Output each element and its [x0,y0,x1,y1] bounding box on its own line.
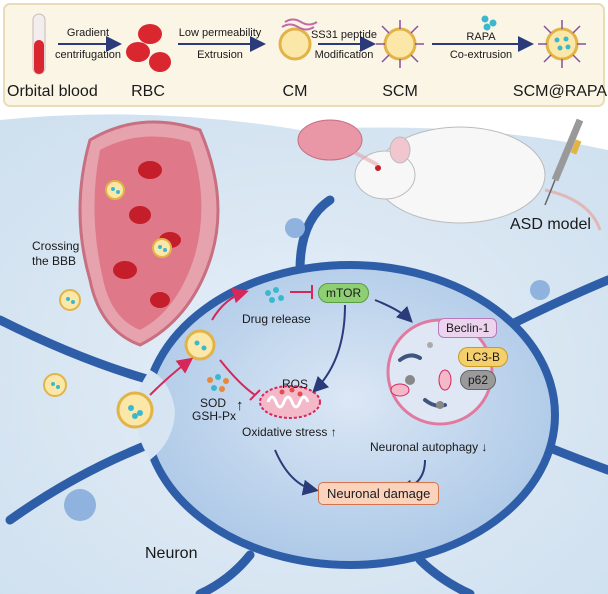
neuron-label: Neuron [145,545,198,562]
inhibition-arrows [219,285,313,401]
bbb-label-2: the BBB [32,254,77,268]
syringe-icon [544,118,584,206]
autophagosome-contents [390,342,452,409]
oxidative-stress-label: Oxidative stress ↑ [242,425,337,439]
step3-bottom: Modification [314,49,374,61]
scm-particles [43,180,216,429]
ros-dots [279,387,303,397]
step1-bottom: centrifugation [54,49,122,61]
stage-scm-rapa: SCM@RAPA [512,83,608,100]
step2-top: Low permeability [178,27,262,39]
step4-bottom: Co-extrusion [449,49,513,61]
step1-top: Gradient [66,27,110,39]
brain-icon [297,119,363,161]
neuronal-damage-box: Neuronal damage [318,482,440,505]
stage-scm: SCM [382,83,418,100]
neuronal-autophagy-label: Neuronal autophagy ↓ [370,440,488,454]
asd-model-label: ASD model [510,216,591,233]
background-neurons [64,218,550,521]
sod-label: SOD [200,396,227,410]
stage-rbc: RBC [131,83,165,100]
p62-badge: p62 [460,370,497,390]
activation-arrows [149,287,249,396]
step2-bottom: Extrusion [197,49,243,61]
step4-top: RAPA [466,31,496,43]
mitochondrion-icon [259,385,321,419]
peptide-icon [281,18,318,31]
mtor-badge: mTOR [318,283,370,303]
scm-icon [376,20,424,68]
stage-cm: CM [282,83,308,100]
mouse-illustration [297,119,602,231]
antioxidant-dots [207,374,229,392]
rbc-icon [126,24,171,72]
bbb-label-1: Crossing [32,239,80,253]
ros-label: ROS [282,377,309,391]
beclin-badge: Beclin-1 [438,318,498,338]
scm-rapa-icon [538,20,586,68]
step3-top: SS31 peptide [310,29,378,41]
blood-tube-icon [32,13,46,75]
neuron-notch [135,370,175,460]
drug-release-label: Drug release [242,312,311,326]
stage-orbital-blood: Orbital blood [7,83,98,100]
lc3b-badge: LC3-B [458,347,509,367]
antioxidant-up-arrow: ↑ [236,397,244,414]
cm-icon [278,27,312,61]
drug-dots [265,287,284,303]
gsh-px-label: GSH-Px [192,409,237,423]
rapa-icon [481,15,497,31]
